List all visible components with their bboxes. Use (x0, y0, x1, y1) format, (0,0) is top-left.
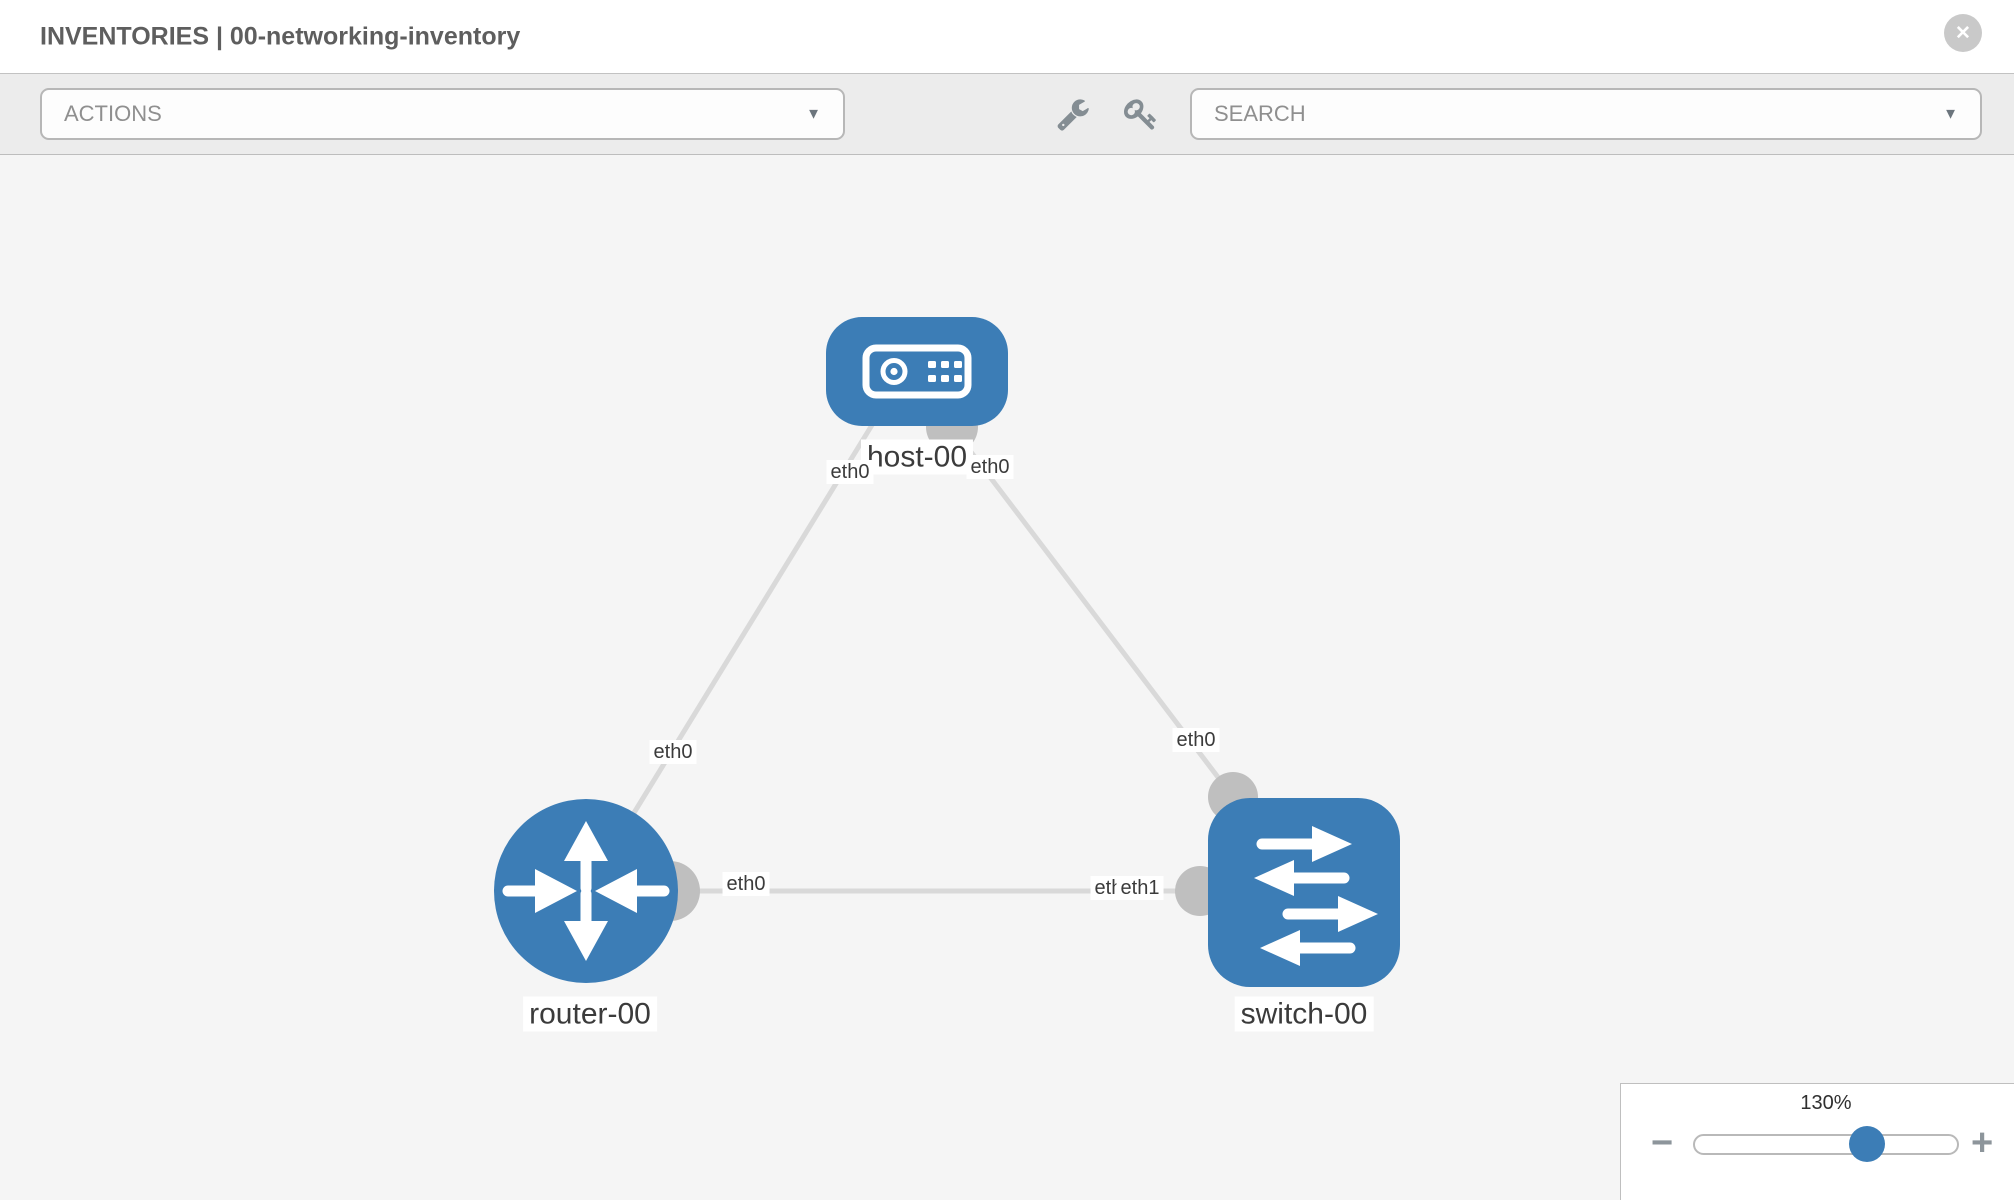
zoom-percentage: 130% (1800, 1092, 1852, 1114)
zoom-in-button[interactable]: + (1971, 1120, 1993, 1166)
node-switch-00[interactable] (1208, 798, 1400, 987)
topology-canvas[interactable]: host-00 router-00 switch-00 eth0 eth0 et… (0, 155, 2014, 1200)
topology-graph (494, 317, 1400, 987)
router-node-label: router-00 (523, 996, 657, 1032)
node-host-00[interactable] (826, 317, 1008, 426)
zoom-panel: 130% − + (1620, 1083, 2014, 1200)
close-button[interactable]: ✕ (1944, 14, 1982, 52)
interface-label-switch-left-eth1: eth1 (1116, 876, 1164, 900)
actions-dropdown[interactable]: ACTIONS ▼ (40, 88, 845, 140)
credentials-button[interactable] (1124, 97, 1158, 131)
host-icon (862, 344, 972, 399)
interface-label-switch-top-eth0: eth0 (1172, 728, 1220, 752)
actions-dropdown-label: ACTIONS (64, 101, 162, 126)
header: INVENTORIES | 00-networking-inventory ✕ (0, 0, 2014, 73)
wrench-icon (1057, 99, 1089, 131)
router-icon (502, 821, 670, 961)
interface-label-host-eth0-right: eth0 (966, 455, 1014, 479)
zoom-slider-track[interactable] (1693, 1134, 1959, 1155)
host-node-shape[interactable] (826, 317, 1008, 426)
page-title: INVENTORIES | 00-networking-inventory (40, 22, 521, 50)
key-icon (1124, 99, 1156, 130)
switch-node-shape[interactable] (1208, 798, 1400, 987)
interface-label-host-eth0-left: eth0 (826, 460, 874, 484)
search-dropdown[interactable]: SEARCH ▼ (1190, 88, 1982, 140)
chevron-down-icon: ▼ (1943, 105, 1958, 123)
switch-node-label: switch-00 (1234, 996, 1374, 1032)
host-node-label: host-00 (860, 439, 974, 475)
zoom-out-button[interactable]: − (1651, 1120, 1673, 1166)
interface-label-router-right-eth0: eth0 (722, 872, 770, 896)
zoom-slider-handle[interactable] (1849, 1126, 1885, 1162)
links (583, 422, 1236, 894)
search-placeholder: SEARCH (1214, 101, 1306, 126)
chevron-down-icon: ▼ (806, 105, 821, 123)
plus-icon: + (1971, 1122, 1994, 1164)
interface-label-router-link-eth0: eth0 (649, 740, 697, 764)
minus-icon: − (1651, 1122, 1674, 1164)
switch-icon (1254, 826, 1378, 966)
node-router-00[interactable] (494, 799, 678, 983)
toolbar: ACTIONS ▼ SEARCH ▼ (0, 73, 2014, 155)
interface-endpoints (640, 401, 1258, 921)
close-icon: ✕ (1955, 22, 1971, 44)
configure-button[interactable] (1056, 97, 1090, 131)
